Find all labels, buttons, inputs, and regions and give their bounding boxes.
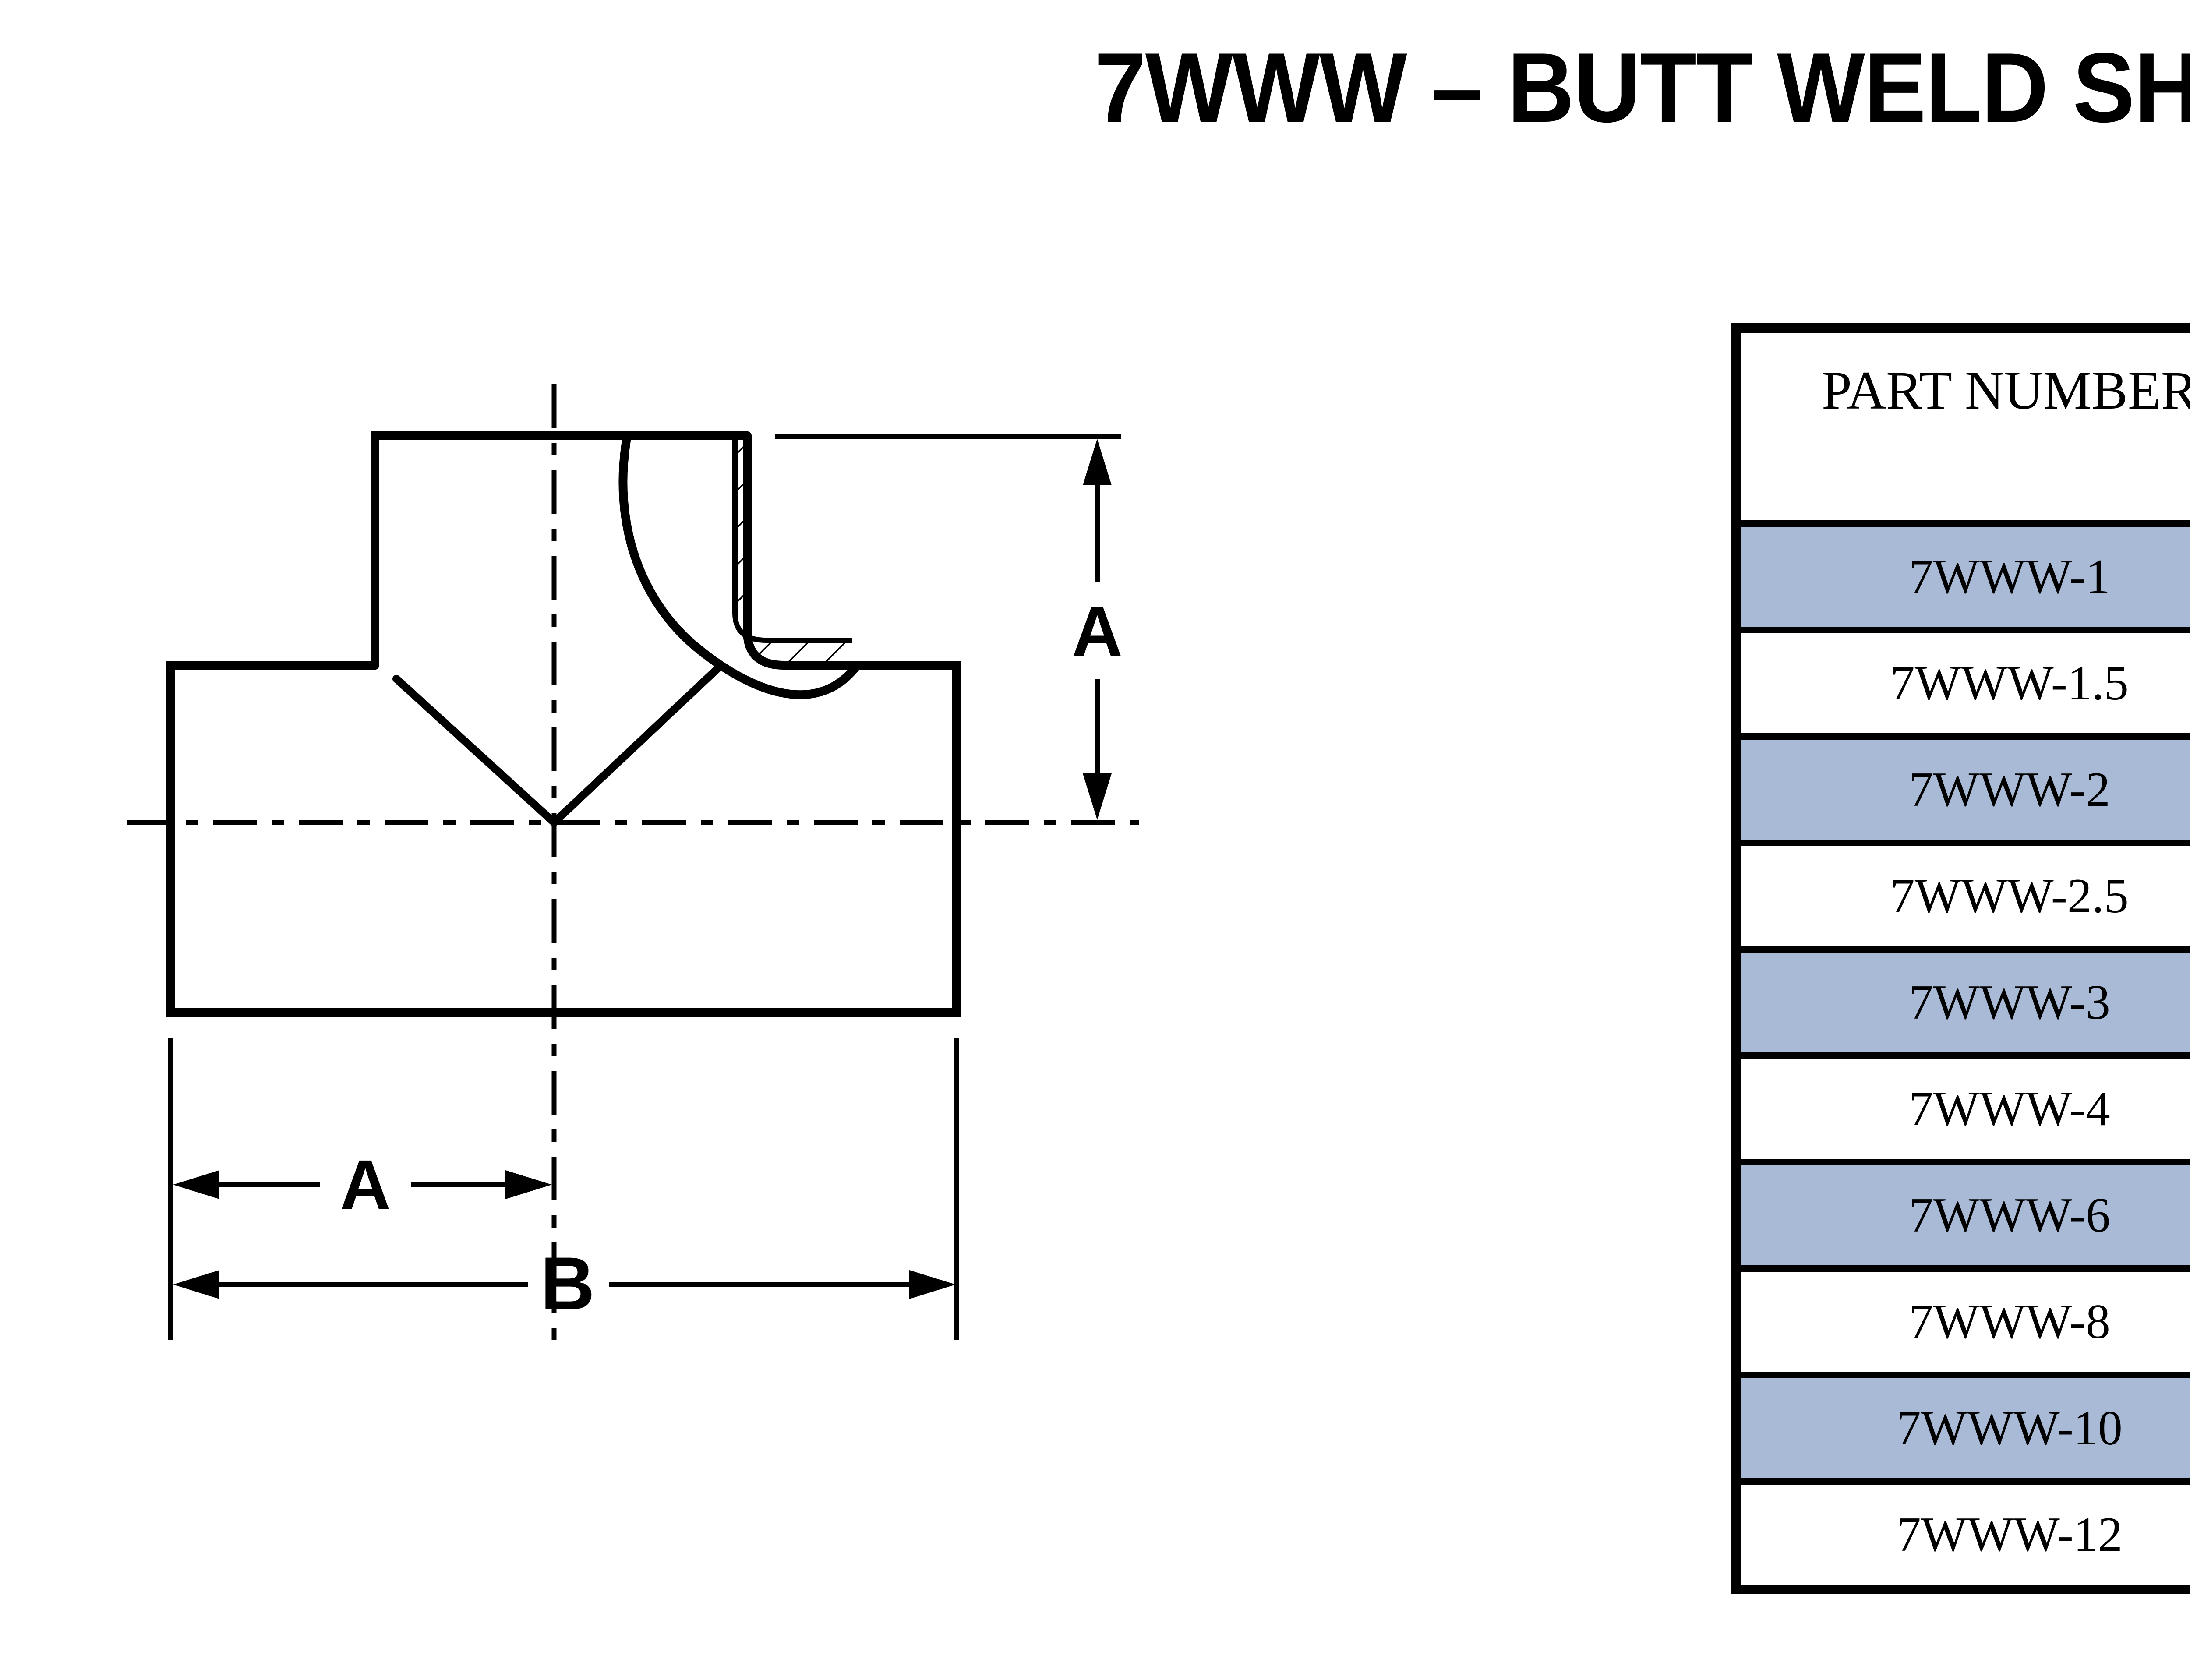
dim-a-vertical-label: A bbox=[1072, 592, 1123, 671]
cell-part-number: 7WWW-8 bbox=[1733, 1265, 2190, 1378]
dim-b-label: B bbox=[540, 1242, 595, 1326]
dim-b-arrow-left bbox=[173, 1270, 219, 1299]
cell-part-number: 7WWW-1 bbox=[1733, 520, 2190, 633]
dim-a-arrow-right bbox=[505, 1170, 552, 1199]
section-hatch-band bbox=[735, 436, 852, 665]
table-row: 7WWW-2.5 2-1/2 2.344 4.688 bbox=[1733, 840, 2190, 953]
table-row: 7WWW-10 10 8.500 17.000 bbox=[1733, 1372, 2190, 1485]
technical-drawing: A A B bbox=[0, 0, 1183, 1445]
page-title: 7WWW – BUTT WELD SHORT TEE bbox=[0, 31, 2190, 145]
cell-part-number: 7WWW-10 bbox=[1733, 1372, 2190, 1485]
dim-a-horizontal-label: A bbox=[340, 1145, 391, 1224]
tee-drawing-svg: A A B bbox=[127, 384, 1139, 1340]
column-header-part-number: PART NUMBER bbox=[1733, 325, 2190, 527]
dim-a-vertical bbox=[775, 434, 1121, 776]
cell-part-number: 7WWW-2 bbox=[1733, 733, 2190, 846]
weld-v-lines bbox=[392, 664, 722, 828]
table-row: 7WWW-8 8 7.000 14.000 bbox=[1733, 1265, 2190, 1378]
dim-a-arrow-left bbox=[173, 1170, 219, 1199]
table-row: 7WWW-4 4 3.438 6.875 bbox=[1733, 1052, 2190, 1165]
cell-part-number: 7WWW-1.5 bbox=[1733, 627, 2190, 740]
page-title-text: 7WWW – BUTT WELD SHORT TEE bbox=[1094, 32, 2190, 143]
table-row: 7WWW-2 2 2.063 4.125 bbox=[1733, 733, 2190, 846]
cell-part-number: 7WWW-4 bbox=[1733, 1052, 2190, 1165]
dim-b-arrow-right bbox=[909, 1270, 956, 1299]
cell-part-number: 7WWW-6 bbox=[1733, 1159, 2190, 1272]
table-row: 7WWW-1.5 1-1/2 1.656 3.312 bbox=[1733, 627, 2190, 740]
cell-part-number: 7WWW-12 bbox=[1733, 1478, 2190, 1593]
cell-part-number: 7WWW-2.5 bbox=[1733, 840, 2190, 953]
dim-a-arrow-up bbox=[1083, 439, 1112, 485]
saddle-curve bbox=[618, 434, 862, 699]
branch-inner-wall bbox=[732, 436, 852, 643]
branch-outline bbox=[371, 431, 752, 670]
table-row: 7WWW-1 1 1.125 2.250 bbox=[1733, 520, 2190, 633]
centerlines bbox=[127, 384, 1139, 1340]
tee-outline bbox=[166, 431, 961, 1017]
body-left-bottom-right bbox=[166, 661, 961, 1017]
branch-outer-wall bbox=[743, 431, 788, 670]
bottom-extension-lines bbox=[168, 1038, 959, 1340]
table-row: 7WWW-3 3 2.594 5.188 bbox=[1733, 946, 2190, 1059]
table-row: 7WWW-12 12 10.000 20.000 bbox=[1733, 1478, 2190, 1593]
spec-table: PART NUMBER SIZE (inches) A (inches) B (… bbox=[1731, 323, 2190, 1594]
header-row: PART NUMBER SIZE (inches) A (inches) B (… bbox=[1733, 325, 2190, 527]
table-row: 7WWW-6 6 5.625 11.250 bbox=[1733, 1159, 2190, 1272]
cell-part-number: 7WWW-3 bbox=[1733, 946, 2190, 1059]
dim-a-arrow-down bbox=[1083, 773, 1112, 820]
